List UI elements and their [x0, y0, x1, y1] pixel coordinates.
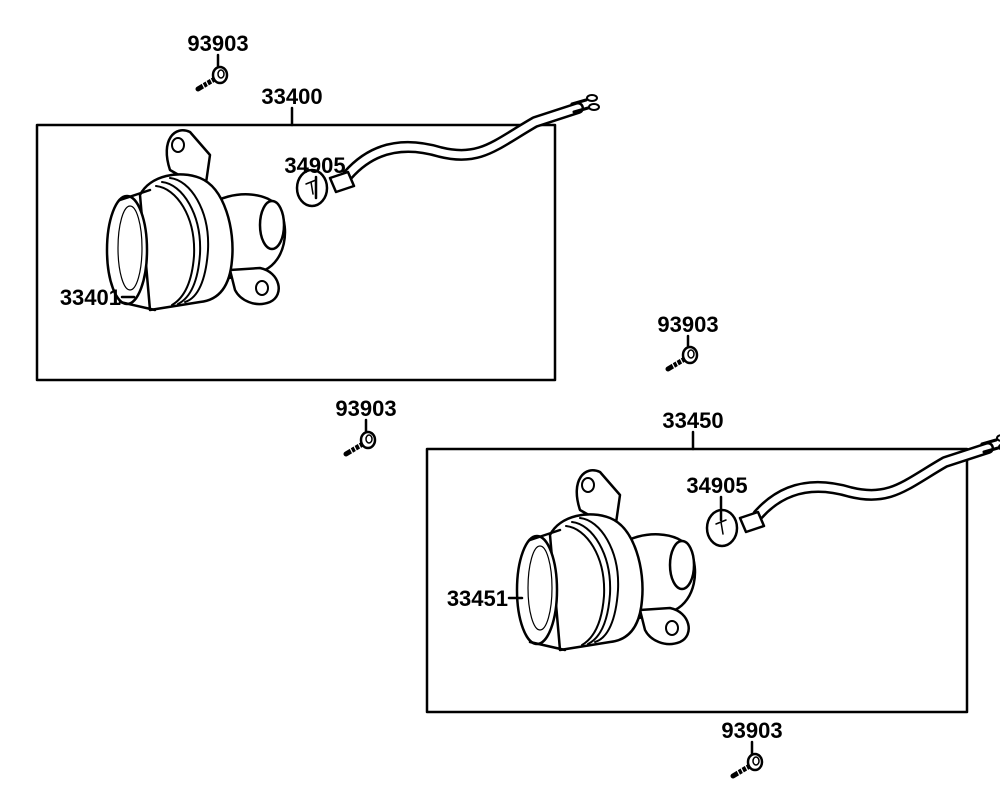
assembly-box-right — [425, 447, 969, 714]
part-label-screw: 93903 — [187, 31, 248, 56]
screw-icon — [198, 67, 227, 89]
assembly-box-left — [35, 123, 557, 382]
screw-icon — [668, 347, 697, 369]
part-label-housing: 33401 — [60, 285, 121, 310]
tail-lamp-left — [107, 95, 599, 310]
screw-icon — [346, 432, 375, 454]
part-label-screw: 93903 — [721, 718, 782, 743]
part-label-assembly: 33400 — [261, 84, 322, 109]
tail-lamp-right — [517, 435, 1000, 650]
part-label-bulb: 34905 — [686, 473, 747, 498]
part-label-bulb: 34905 — [284, 153, 345, 178]
screw-icon — [733, 754, 762, 776]
part-label-screw: 93903 — [657, 312, 718, 337]
part-label-screw: 93903 — [335, 396, 396, 421]
part-label-housing: 33451 — [447, 586, 508, 611]
part-label-assembly: 33450 — [662, 408, 723, 433]
